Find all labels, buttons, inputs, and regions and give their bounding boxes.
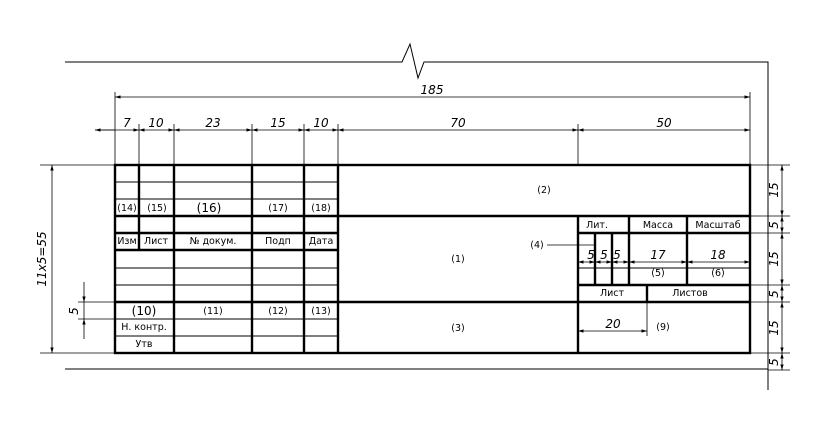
dim-18: 18 [710, 248, 726, 262]
field-numbers: (1) (2) (3) (4) (5) (6) (9) (10) (11) (1… [117, 185, 724, 334]
label-masshtab: Масштаб [695, 220, 740, 231]
dim-right-15b: 15 [767, 251, 781, 266]
field-17: (17) [268, 203, 288, 214]
label-list: Лист [144, 236, 169, 247]
left-table-thick [115, 165, 338, 353]
label-podp: Подп [265, 236, 291, 247]
label-data: Дата [309, 236, 334, 247]
sheet-frame [65, 42, 769, 390]
field-6: (6) [711, 268, 724, 279]
dim-right-15a: 15 [767, 182, 781, 197]
field-16: (16) [197, 201, 222, 215]
field-4: (4) [530, 240, 543, 251]
dim-lit-b: 5 [600, 248, 608, 262]
field-5: (5) [651, 268, 664, 279]
label-massa: Масса [643, 220, 673, 231]
field-1: (1) [451, 254, 464, 265]
field-14: (14) [117, 203, 137, 214]
dim-50: 50 [656, 116, 672, 130]
right-dimensions: 15 5 15 5 15 5 [767, 165, 784, 370]
title-block-outline [113, 163, 752, 355]
field-2: (2) [537, 185, 550, 196]
field-12: (12) [268, 306, 288, 317]
field-9: (9) [656, 322, 669, 333]
label-sheet: Лист [600, 288, 625, 299]
dim-right-5a: 5 [767, 221, 781, 229]
field-10: (10) [132, 304, 157, 318]
dim-7: 7 [123, 116, 131, 130]
dim-17: 17 [650, 248, 666, 262]
dim-11x5: 11x5=55 [35, 231, 49, 286]
dim-right-5b: 5 [767, 290, 781, 298]
right-block-labels: Лит. Масса Масштаб Лист Листов [586, 220, 741, 299]
label-lit: Лит. [586, 220, 608, 231]
field-15: (15) [147, 203, 167, 214]
dim-10b: 10 [313, 116, 329, 130]
top-dimension-texts: 185 7 10 23 15 10 70 50 [123, 83, 672, 130]
dim-lit-c: 5 [613, 248, 621, 262]
dim-20: 20 [605, 317, 621, 331]
left-dimensions: 11x5=55 5 [35, 165, 86, 353]
top-dimensions [95, 95, 750, 132]
inner-dimensions: 5 5 5 17 18 20 [547, 244, 750, 336]
field-18: (18) [311, 203, 331, 214]
field-3: (3) [451, 323, 464, 334]
label-sheets: Листов [672, 288, 708, 299]
label-utv: Утв [136, 339, 153, 350]
dim-23: 23 [205, 116, 220, 130]
label-n-kontr: Н. контр. [121, 322, 167, 333]
left-table-rows [115, 181, 338, 337]
dim-right-5c: 5 [767, 358, 781, 366]
dim-right-15c: 15 [767, 320, 781, 335]
dim-10a: 10 [148, 116, 164, 130]
dim-lit-a: 5 [587, 248, 595, 262]
dim-70: 70 [450, 116, 466, 130]
label-dokum: № докум. [190, 236, 237, 247]
field-13: (13) [311, 306, 331, 317]
field-11: (11) [203, 306, 223, 317]
dim-185: 185 [421, 83, 444, 97]
header-labels: Изм Лист № докум. Подп Дата Н. контр. Ут… [117, 236, 333, 350]
main-structure [113, 163, 752, 355]
dim-15: 15 [270, 116, 285, 130]
dim-5-left: 5 [67, 307, 81, 315]
label-izm: Изм [117, 236, 136, 247]
